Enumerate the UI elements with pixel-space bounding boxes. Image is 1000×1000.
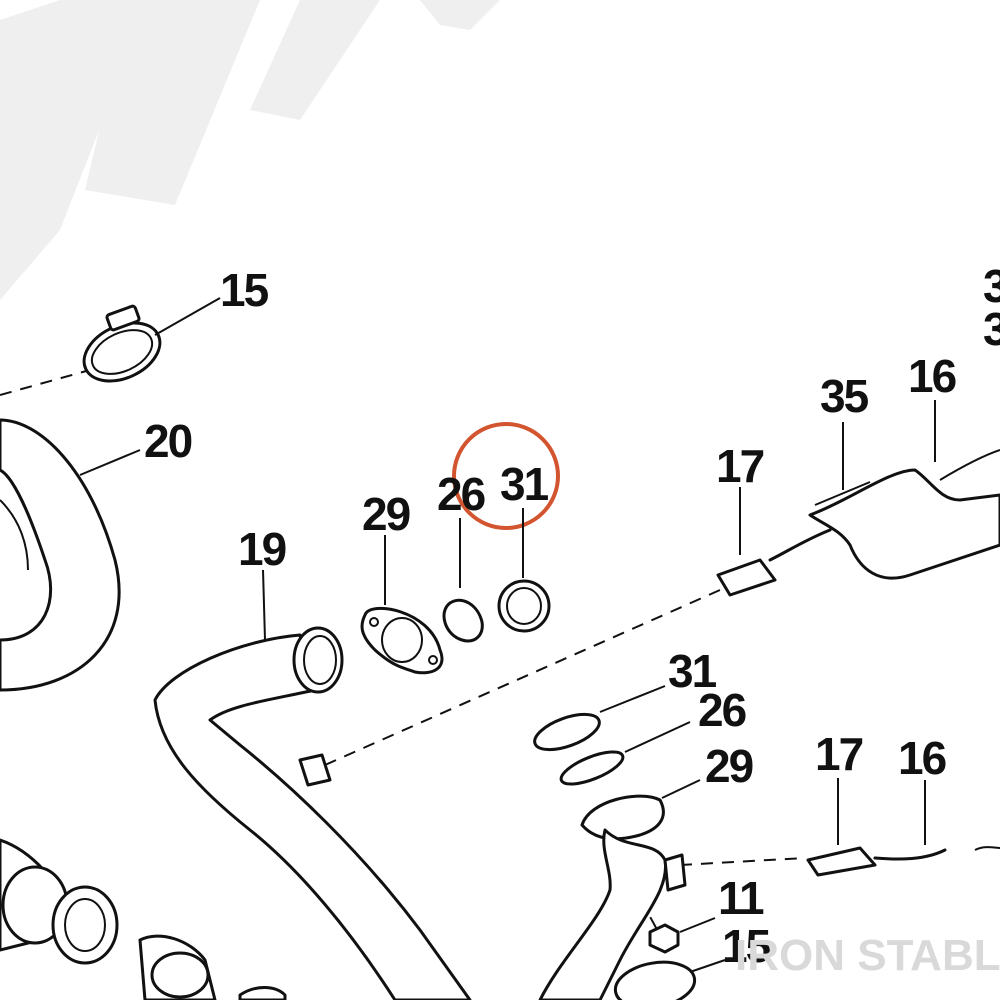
callout-11: 11 — [718, 872, 764, 924]
muffler-tips — [0, 838, 287, 1000]
part-19-header-pipe — [153, 626, 472, 1000]
callout-29-top: 29 — [362, 488, 410, 540]
callout-19: 19 — [238, 523, 286, 575]
callout-35: 35 — [820, 370, 869, 422]
background-logo — [0, 0, 500, 300]
callout-29-mid: 29 — [705, 740, 753, 792]
callout-16-bottom: 16 — [898, 732, 946, 784]
part-26-mid-ring — [559, 750, 625, 786]
highlight-circle — [452, 422, 560, 530]
watermark-text: IRON STABLE — [735, 931, 1000, 980]
callout-3-b: 3 — [983, 303, 1000, 355]
part-26-top-ring — [442, 598, 484, 643]
callout-20: 20 — [144, 415, 192, 467]
part-15-bottom-clamp — [613, 960, 697, 1000]
part-20-header-pipe — [0, 418, 121, 692]
part-17-top-sensor — [716, 528, 832, 597]
assembly-lines — [0, 369, 806, 936]
leader-lines — [79, 297, 936, 973]
part-11-nut — [648, 923, 680, 954]
part-35-heat-shield — [808, 449, 1000, 580]
part-31-top-gasket — [497, 579, 551, 633]
part-29-mid-flange — [538, 794, 687, 1000]
callout-16-top: 16 — [908, 350, 956, 402]
part-29-top-flange — [360, 606, 444, 675]
part-15-top-clamp — [82, 304, 162, 383]
part-17-bottom-sensor — [806, 846, 1000, 877]
callout-15-bottom: 15 — [722, 920, 771, 972]
callout-17-bottom: 17 — [815, 728, 863, 780]
callout-31-mid: 31 — [668, 645, 717, 697]
callout-15-top: 15 — [220, 264, 269, 316]
callout-26-mid: 26 — [698, 684, 746, 736]
part-31-mid-gasket — [533, 712, 601, 752]
callout-3-a: 3 — [983, 260, 1000, 312]
callout-26-top: 26 — [437, 468, 485, 520]
callout-31-top: 31 — [500, 458, 549, 510]
callout-17-top: 17 — [716, 440, 764, 492]
